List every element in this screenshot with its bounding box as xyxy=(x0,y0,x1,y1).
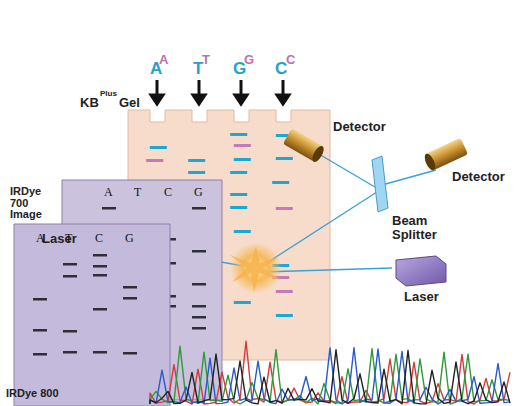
gel-band xyxy=(234,230,251,233)
image-band xyxy=(63,351,77,354)
well-arrows xyxy=(151,80,289,104)
sheet-lane-letter: T xyxy=(134,186,141,199)
image-band xyxy=(33,298,47,301)
lane-letter: T xyxy=(202,53,210,67)
gel-band xyxy=(234,301,251,304)
beam-splitter xyxy=(372,156,388,212)
image-band xyxy=(33,329,47,332)
image-band xyxy=(192,316,206,319)
detector-label: Detector xyxy=(333,120,386,134)
gel-band xyxy=(230,206,247,209)
laser-right xyxy=(396,256,446,286)
gel-band xyxy=(276,207,293,210)
lane-letter: A xyxy=(159,53,168,67)
gel-band xyxy=(276,290,293,293)
lane-letter: T xyxy=(193,60,203,78)
image-bands-800 xyxy=(33,254,137,356)
gel-band xyxy=(188,159,205,162)
trace-line xyxy=(150,350,510,404)
sheet-lane-letter: T xyxy=(65,232,72,245)
gel-band xyxy=(188,171,205,174)
laser-label: Laser xyxy=(404,290,439,304)
image-band xyxy=(192,207,206,210)
gel-band xyxy=(230,133,247,136)
sheet-lane-letter: G xyxy=(125,232,134,245)
image-band xyxy=(93,254,107,257)
gel-band xyxy=(276,314,293,317)
sheet-lane-letter: A xyxy=(104,186,113,199)
image-band xyxy=(123,297,137,300)
image-band xyxy=(123,352,137,355)
gel-band xyxy=(272,181,289,184)
gel-band xyxy=(230,171,247,174)
image-label: IRDye 800 xyxy=(6,388,59,400)
gel-band xyxy=(146,159,163,162)
image-band xyxy=(93,265,107,268)
sheet-lane-letter: G xyxy=(194,186,203,199)
image-band xyxy=(192,283,206,286)
image-band xyxy=(63,263,77,266)
trace-line xyxy=(150,341,510,404)
gel-band xyxy=(234,144,251,147)
gel-name-superscript: Plus xyxy=(100,90,117,98)
gel-band xyxy=(150,146,167,149)
detector-label: Detector xyxy=(452,170,505,184)
gel-name: Gel xyxy=(119,96,140,110)
top-band xyxy=(0,0,514,46)
gel-band xyxy=(230,193,247,196)
image-label: IRDye 700 Image xyxy=(10,186,62,221)
image-band xyxy=(192,327,206,330)
image-band xyxy=(192,305,206,308)
chromatogram-trace xyxy=(150,341,510,404)
lane-letter: G xyxy=(244,53,254,67)
image-band xyxy=(192,250,206,253)
gel-band xyxy=(234,158,251,161)
gel-band xyxy=(276,157,293,160)
irdye800-image xyxy=(14,224,170,406)
sheet-lane-letter: C xyxy=(95,232,103,245)
lane-letter: C xyxy=(286,53,295,67)
fluorescence-burst xyxy=(230,242,282,294)
image-band xyxy=(93,308,107,311)
image-band xyxy=(63,275,77,278)
beam-splitter-label: Beam Splitter xyxy=(392,214,452,241)
fluorescence-burst-rays xyxy=(230,246,280,292)
image-band xyxy=(102,207,116,210)
image-band xyxy=(123,286,137,289)
sheet-lane-letter: C xyxy=(164,186,172,199)
detector-left xyxy=(283,128,326,164)
gel-name: KB xyxy=(80,96,99,110)
trace-line xyxy=(150,346,510,404)
detector-right xyxy=(423,138,468,172)
image-band xyxy=(33,353,47,356)
image-band xyxy=(93,274,107,277)
image-band xyxy=(63,330,77,333)
sheet-lane-letter: A xyxy=(36,232,45,245)
image-band xyxy=(93,351,107,354)
trace-line xyxy=(150,348,510,404)
lane-letter: C xyxy=(275,60,287,78)
